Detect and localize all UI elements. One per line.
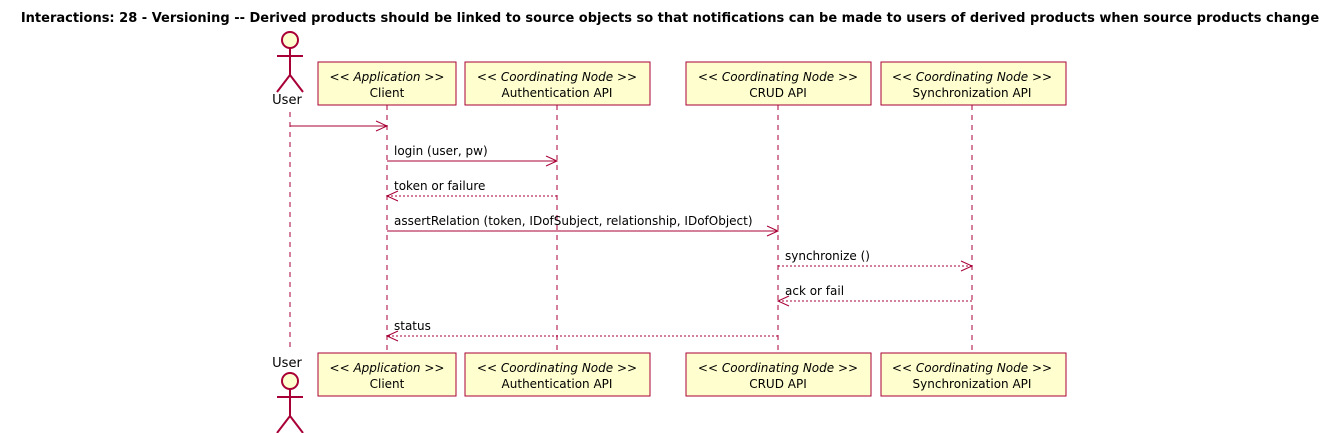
participant-auth-top: << Coordinating Node >> Authentication AP… (464, 61, 651, 106)
participant-client-top: << Application >> Client (317, 61, 457, 106)
diagram-title: Interactions: 28 - Versioning -- Derived… (21, 11, 1320, 26)
message-arrowhead (375, 120, 389, 132)
participant-crud-bottom: << Coordinating Node >> CRUD API (685, 352, 872, 397)
actor-leg-right (289, 415, 304, 433)
message-label: login (user, pw) (394, 144, 488, 158)
participant-crud-top: << Coordinating Node >> CRUD API (685, 61, 872, 106)
message-7: status (385, 319, 778, 342)
message-3: token or failure (385, 179, 557, 202)
participant-box (464, 61, 651, 106)
actor-name: User (272, 93, 302, 108)
message-arrowhead (766, 225, 780, 237)
participant-sync-bottom: << Coordinating Node >> Synchronization A… (880, 352, 1067, 397)
message-6: ack or fail (776, 284, 972, 307)
participant-name: Client (370, 377, 405, 391)
message-2: login (user, pw) (387, 144, 559, 167)
participant-stereotype: << Coordinating Node >> (698, 361, 858, 375)
participant-name: Client (370, 86, 405, 100)
participant-stereotype: << Application >> (330, 361, 445, 375)
actor-head (281, 372, 299, 390)
participant-stereotype: << Coordinating Node >> (477, 361, 637, 375)
actor-leg-left (276, 415, 291, 433)
participant-box (317, 352, 457, 397)
participant-name: Synchronization API (913, 377, 1032, 391)
participant-stereotype: << Coordinating Node >> (477, 70, 637, 84)
message-arrowhead (385, 330, 399, 342)
participant-name: Authentication API (502, 86, 613, 100)
actor-head (281, 31, 299, 49)
participant-name: Authentication API (502, 377, 613, 391)
message-label: status (394, 319, 431, 333)
participant-stereotype: << Coordinating Node >> (892, 70, 1052, 84)
participant-box (685, 352, 872, 397)
participant-box (880, 352, 1067, 397)
message-label: assertRelation (token, IDofSubject, rela… (394, 214, 753, 228)
actor-name: User (272, 356, 302, 371)
message-5: synchronize () (778, 249, 974, 272)
message-label: token or failure (394, 179, 485, 193)
message-label: synchronize () (785, 249, 870, 263)
actor-user-bottom: User (272, 356, 304, 433)
participant-stereotype: << Coordinating Node >> (698, 70, 858, 84)
participant-box (317, 61, 457, 106)
participant-client-bottom: << Application >> Client (317, 352, 457, 397)
participant-stereotype: << Coordinating Node >> (892, 361, 1052, 375)
message-arrowhead (385, 190, 399, 202)
participant-name: Synchronization API (913, 86, 1032, 100)
message-4: assertRelation (token, IDofSubject, rela… (387, 214, 780, 237)
participant-stereotype: << Application >> (330, 70, 445, 84)
message-arrowhead (960, 260, 974, 272)
participant-auth-bottom: << Coordinating Node >> Authentication AP… (464, 352, 651, 397)
participant-box (880, 61, 1067, 106)
message-1 (290, 120, 389, 132)
participant-name: CRUD API (749, 377, 807, 391)
message-label: ack or fail (785, 284, 844, 298)
message-arrowhead (776, 295, 790, 307)
participant-name: CRUD API (749, 86, 807, 100)
participant-sync-top: << Coordinating Node >> Synchronization A… (880, 61, 1067, 106)
actor-leg-right (289, 74, 304, 93)
actor-user-top: User (272, 31, 304, 108)
participant-box (464, 352, 651, 397)
participant-box (685, 61, 872, 106)
message-arrowhead (545, 155, 559, 167)
actor-leg-left (276, 74, 291, 93)
